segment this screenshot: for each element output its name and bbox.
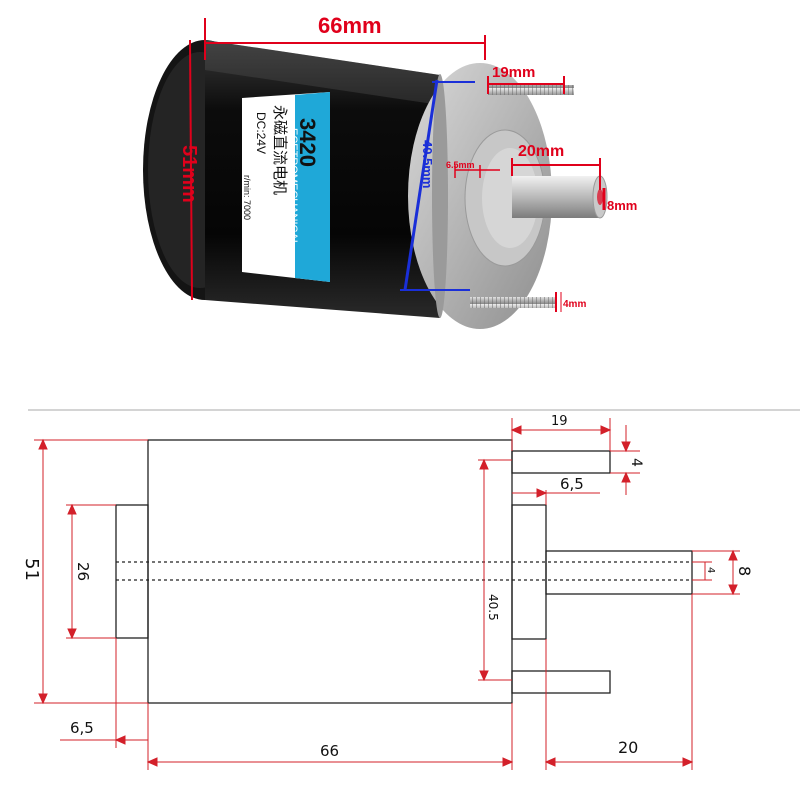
photo-dim-diameter: 51mm xyxy=(178,145,200,203)
drawing-stud-bottom xyxy=(511,670,611,694)
drawing-dim-51: 51 xyxy=(21,558,42,581)
motor-stud-bottom xyxy=(470,297,556,308)
drawing-stud-top xyxy=(511,450,611,474)
photo-dim-stud: 19mm xyxy=(492,64,535,81)
drawing-dim-stud-4: 4 xyxy=(628,458,644,467)
motor-label: 3420 ECETROMECHANICAL 永磁直流电机 DC:24V r/mi… xyxy=(242,92,330,282)
drawing-dim-8: 8 xyxy=(735,566,754,576)
drawing-dim-20: 20 xyxy=(618,738,638,757)
motor-brand: ECETROMECHANICAL xyxy=(287,128,299,246)
drawing-dim-shaft-4: 4 xyxy=(705,567,716,573)
drawing-dim-6-5-top: 6,5 xyxy=(560,475,584,493)
photo-dim-shaft-diameter: 8mm xyxy=(607,198,637,213)
drawing-front-boss xyxy=(511,504,547,640)
motor-model: 3420 xyxy=(295,118,320,167)
photo-dim-stud-diameter: 4mm xyxy=(563,299,586,310)
drawing-dim-6-5-bottom: 6,5 xyxy=(70,719,94,737)
drawing-dimension-lines xyxy=(34,418,740,770)
drawing-motor-body xyxy=(147,439,513,704)
motor-voltage: DC:24V xyxy=(254,112,268,154)
technical-drawing xyxy=(115,439,693,704)
drawing-dim-40-5: 40.5 xyxy=(486,594,500,621)
photo-dim-length: 66mm xyxy=(318,13,382,38)
drawing-dim-19: 19 xyxy=(551,414,568,429)
motor-speed: r/min: 7000 xyxy=(242,175,252,220)
photo-dim-shaft: 20mm xyxy=(518,143,564,160)
photo-dim-step: 6.5mm xyxy=(446,160,475,170)
motor-shaft xyxy=(512,176,600,218)
drawing-dim-26: 26 xyxy=(74,562,92,581)
drawing-rear-cap xyxy=(115,504,149,639)
drawing-dim-66: 66 xyxy=(320,742,339,760)
motor-photo: 3420 ECETROMECHANICAL 永磁直流电机 DC:24V r/mi… xyxy=(143,13,637,329)
drawing-shaft xyxy=(545,550,693,595)
motor-stud-top xyxy=(488,85,574,95)
photo-dim-boss: 40.5mm xyxy=(420,140,435,188)
motor-chinese: 永磁直流电机 xyxy=(271,105,289,195)
